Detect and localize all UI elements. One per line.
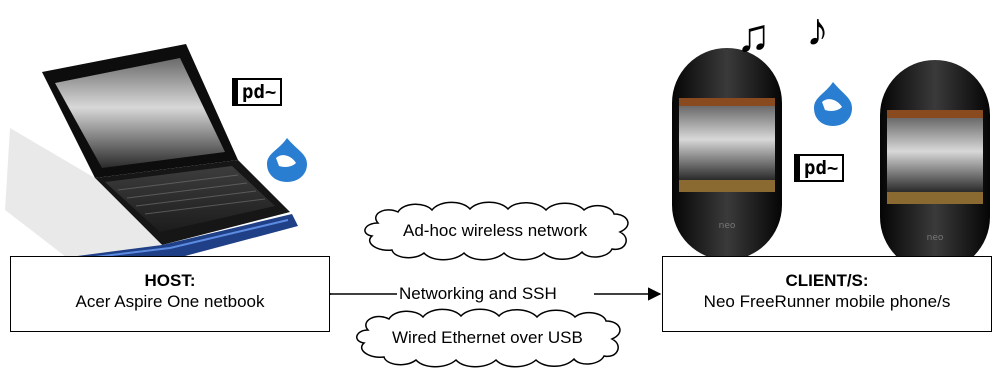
wired-label: Wired Ethernet over USB [392, 328, 583, 347]
drupal-drop-icon [267, 138, 307, 182]
host-title: HOST: [144, 271, 196, 290]
client-subtitle: Neo FreeRunner mobile phone/s [703, 292, 951, 311]
phone-icon: neo [672, 48, 782, 260]
client-title: CLIENT/S: [785, 271, 869, 290]
wireless-label: Ad-hoc wireless network [403, 221, 588, 240]
phone-icon: neo [880, 60, 990, 272]
drupal-drop-icon [814, 82, 852, 126]
cloud-wireless [364, 201, 629, 261]
puredata-logo: pd~ [236, 78, 283, 106]
host-box: HOST: Acer Aspire One netbook [10, 256, 330, 332]
music-notes-icon: ♫ [736, 9, 771, 61]
cloud-wired [356, 308, 621, 368]
client-box: CLIENT/S: Neo FreeRunner mobile phone/s [662, 256, 992, 332]
svg-text:neo: neo [927, 233, 944, 243]
host-subtitle: Acer Aspire One netbook [75, 292, 265, 311]
networking-label: Networking and SSH [399, 284, 557, 303]
music-note-icon: ♪ [806, 3, 829, 55]
puredata-logo: pd~ [798, 154, 845, 182]
svg-text:neo: neo [719, 221, 736, 231]
